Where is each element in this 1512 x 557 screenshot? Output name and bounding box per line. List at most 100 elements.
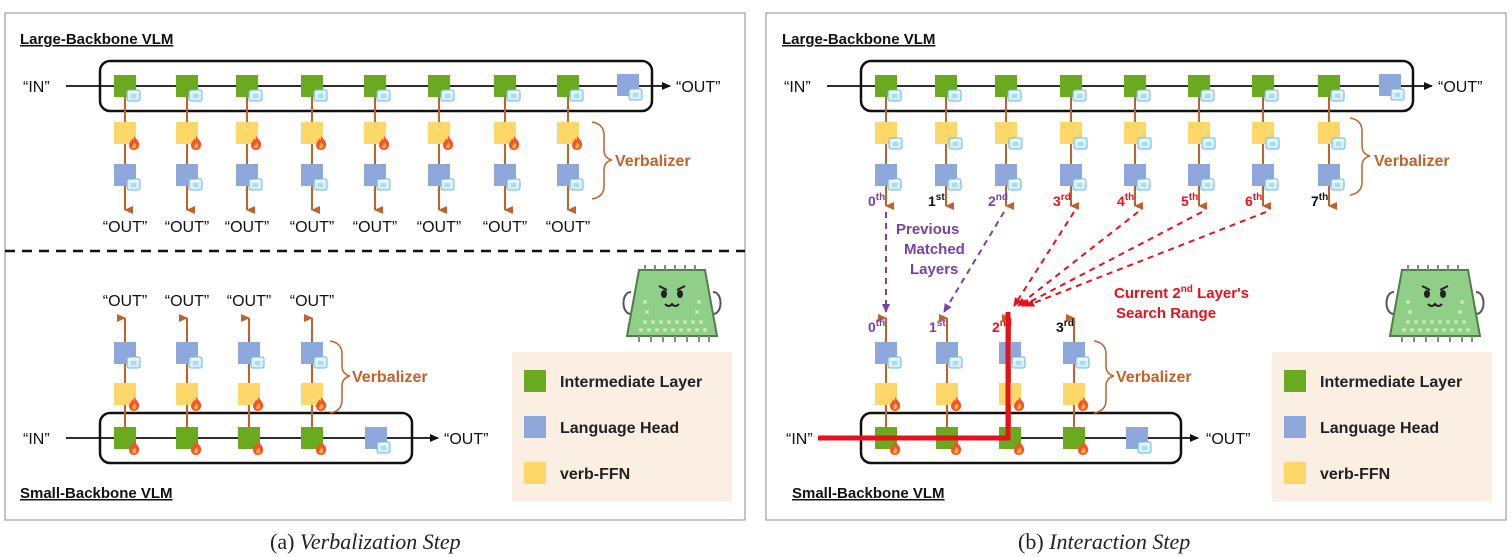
small-layer-column: “OUT” — [290, 293, 334, 455]
layer-ordinal: 4th — [1117, 192, 1134, 209]
large-layer-column — [995, 75, 1023, 210]
large-out-label-b: “OUT” — [1438, 79, 1482, 96]
out-label: “OUT” — [353, 219, 397, 236]
large-layer-column: “OUT” — [225, 75, 269, 236]
small-in-label: “IN” — [23, 431, 50, 448]
small-out-label-b: “OUT” — [1206, 431, 1250, 448]
verb-ffn — [494, 122, 516, 144]
verbalizer-label-small: Verbalizer — [352, 369, 428, 386]
large-layer-column — [1124, 75, 1152, 210]
out-label: “OUT” — [165, 293, 209, 310]
intermediate-layer — [301, 427, 323, 449]
verbalizer-brace-small-b — [1093, 340, 1115, 414]
previous-match-arrow-1 — [943, 211, 1005, 313]
panel-a-top-title: Large-Backbone VLM — [20, 31, 173, 48]
legend-item-label: Language Head — [1320, 420, 1439, 437]
verb-ffn — [114, 122, 136, 144]
out-label: “OUT” — [546, 219, 590, 236]
panel-b-bottom-title: Small-Backbone VLM — [792, 485, 945, 502]
out-label: “OUT” — [103, 293, 147, 310]
small-layer-column: “OUT” — [165, 293, 209, 455]
out-label: “OUT” — [417, 219, 461, 236]
current-search-range-note: Current 2nd Layer's Search Range — [1114, 284, 1253, 322]
chip-mascot-b — [1385, 264, 1485, 343]
layer-ordinal: 2nd — [988, 192, 1008, 209]
small-in-label-b: “IN” — [786, 431, 813, 448]
layer-ordinal: 1st — [929, 318, 946, 335]
small-out-label: “OUT” — [444, 431, 488, 448]
legend-swatch — [524, 416, 546, 438]
large-layer-column: “OUT” — [290, 75, 334, 236]
layer-ordinal: 0th — [868, 318, 885, 335]
legend-swatch — [1284, 416, 1306, 438]
verbalizer-brace-large — [591, 121, 613, 200]
layer-ordinal: 5th — [1181, 192, 1198, 209]
verb-ffn — [428, 122, 450, 144]
out-label: “OUT” — [225, 219, 269, 236]
verb-ffn — [1063, 383, 1085, 405]
panel-a-caption: (a) Verbalization Step — [270, 529, 461, 554]
out-label: “OUT” — [483, 219, 527, 236]
verbalizer-brace-large-b — [1349, 117, 1371, 196]
small-language-head — [365, 427, 391, 454]
large-language-head — [617, 74, 643, 101]
verb-ffn — [238, 383, 260, 405]
panel-a-frame — [4, 12, 746, 521]
large-layer-column — [1060, 75, 1088, 210]
chip-mascot — [622, 264, 722, 343]
large-layer-column: “OUT” — [546, 75, 590, 236]
panel-b-top-title: Large-Backbone VLM — [782, 31, 935, 48]
verb-ffn — [875, 383, 897, 405]
legend-item-label: Language Head — [560, 420, 679, 437]
small-layer-column — [1063, 314, 1090, 455]
legend-item-label: Intermediate Layer — [1320, 374, 1462, 391]
small-layer-column: “OUT” — [227, 293, 271, 455]
intermediate-layer — [176, 427, 198, 449]
small-layer-column: “OUT” — [103, 293, 147, 455]
legend-item-label: verb-FFN — [1320, 466, 1390, 483]
small-layer-column — [999, 314, 1026, 455]
verb-ffn — [557, 122, 579, 144]
verb-ffn — [364, 122, 386, 144]
small-language-head-b — [1126, 427, 1152, 454]
legend-swatch — [524, 370, 546, 392]
verb-ffn — [176, 383, 198, 405]
layer-ordinal: 1st — [928, 192, 945, 209]
layer-ordinal: 6th — [1245, 192, 1262, 209]
legend-box — [512, 352, 732, 502]
large-layer-column: “OUT” — [103, 75, 147, 236]
legend-swatch — [524, 462, 546, 484]
large-layer-column — [935, 75, 963, 210]
search-range-arrows — [1013, 211, 1267, 307]
large-in-label: “IN” — [23, 79, 50, 96]
large-layer-column: “OUT” — [353, 75, 397, 236]
intermediate-layer — [114, 427, 136, 449]
large-out-label: “OUT” — [676, 79, 720, 96]
out-label: “OUT” — [290, 219, 334, 236]
intermediate-layer — [238, 427, 260, 449]
verb-ffn — [176, 122, 198, 144]
previous-matched-note: Previous Matched Layers — [896, 221, 969, 278]
verb-ffn — [936, 383, 958, 405]
intermediate-layer — [1063, 427, 1085, 449]
verbalizer-label-large-b: Verbalizer — [1374, 153, 1450, 170]
panel-b-caption: (b) Interaction Step — [1018, 529, 1190, 554]
verb-ffn — [236, 122, 258, 144]
search-path-red — [818, 312, 1011, 441]
panel-b: Large-Backbone VLM Small-Backbone VLM “I… — [782, 31, 1492, 554]
layer-ordinal: 3rd — [1056, 318, 1074, 335]
verbalizer-brace-small — [329, 340, 351, 414]
layer-ordinal: 3rd — [1053, 192, 1071, 209]
verbalizer-label-large: Verbalizer — [615, 153, 691, 170]
large-layer-column: “OUT” — [165, 75, 209, 236]
verbalizer-label-small-b: Verbalizer — [1116, 369, 1192, 386]
large-layer-column — [1188, 75, 1216, 210]
large-layer-column — [875, 75, 903, 210]
legend-item-label: Intermediate Layer — [560, 374, 702, 391]
small-layer-column — [875, 314, 902, 455]
large-in-label-b: “IN” — [784, 79, 811, 96]
panel-a-bottom-title: Small-Backbone VLM — [20, 485, 173, 502]
